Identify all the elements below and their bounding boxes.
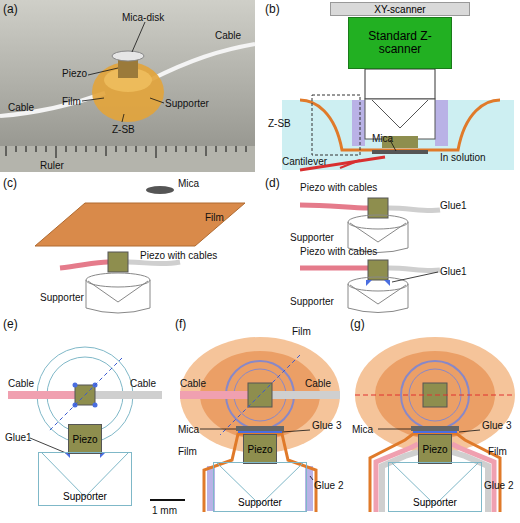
supporter-block: Supporter — [213, 462, 307, 512]
part-label: Cable — [130, 378, 156, 389]
part-label: Film — [62, 96, 81, 107]
part-label: Cable — [305, 378, 331, 389]
node-label: Supporter — [238, 497, 282, 508]
supporter-block: Supporter — [38, 452, 132, 506]
part-label: 1 mm — [152, 505, 177, 516]
part-label: Cable — [8, 378, 34, 389]
scanner-box: Standard Z-scanner — [348, 17, 452, 69]
part-label: Piezo with cables — [140, 250, 217, 261]
exploded-view — [35, 186, 245, 313]
part-label: Mica — [372, 133, 393, 144]
part-label: Cable — [180, 378, 206, 389]
part-label: Ruler — [40, 160, 64, 171]
part-label: Glue1 — [440, 266, 467, 277]
part-label: Supporter — [290, 232, 334, 243]
part-label: Piezo — [62, 68, 87, 79]
part-label: Glue 2 — [314, 480, 343, 491]
node-label: Piezo — [72, 434, 97, 445]
part-label: Supporter — [40, 292, 84, 303]
part-label: Mica — [178, 424, 199, 435]
part-label: Cantilever — [282, 156, 327, 167]
piezo-block: Piezo — [243, 434, 277, 464]
part-label: Glue 2 — [484, 480, 513, 491]
node-label: Standard Z-scanner — [349, 30, 451, 56]
assembly-steps — [300, 198, 440, 313]
part-label: Glue1 — [440, 200, 467, 211]
part-label: Z-SB — [112, 124, 135, 135]
part-label: Cable — [8, 102, 34, 113]
node-label: XY-scanner — [374, 4, 425, 15]
part-label: Mica-disk — [122, 12, 164, 23]
photo — [0, 0, 255, 172]
part-label: Film — [488, 446, 507, 457]
part-label: Supporter — [290, 296, 334, 307]
panel-letter: (a) — [3, 3, 18, 16]
part-label: Supporter — [165, 98, 209, 109]
panel-letter: (e) — [3, 318, 18, 331]
part-label: Mica — [178, 178, 199, 189]
part-label: Piezo with cables — [300, 182, 377, 193]
supporter-block: Supporter — [388, 462, 482, 512]
panel-letter: (g) — [350, 318, 365, 331]
scanner-box: XY-scanner — [330, 2, 470, 16]
part-label: Film — [205, 212, 224, 223]
part-label: Film — [178, 446, 197, 457]
node-label: Supporter — [413, 497, 457, 508]
node-label: Supporter — [63, 491, 107, 502]
setup-schematic — [282, 69, 514, 170]
part-label: In solution — [440, 152, 486, 163]
part-label: Z-SB — [268, 118, 291, 129]
piezo-block: Piezo — [418, 434, 452, 464]
part-label: Mica — [352, 424, 373, 435]
node-label: Piezo — [247, 444, 272, 455]
part-label: Film — [292, 326, 311, 337]
panel-letter: (f) — [175, 318, 186, 331]
panel-letter: (d) — [265, 177, 280, 190]
piezo-block: Piezo — [68, 424, 102, 454]
part-label: Glue 3 — [482, 420, 511, 431]
panel-letter: (b) — [265, 3, 280, 16]
panel-letter: (c) — [3, 177, 17, 190]
node-label: Piezo — [422, 444, 447, 455]
top-and-side-view — [8, 347, 185, 500]
film-assembly-cables — [355, 337, 515, 512]
part-label: Cable — [215, 30, 241, 41]
part-label: Piezo with cables — [300, 246, 377, 257]
part-label: Glue1 — [5, 432, 32, 443]
part-label: Glue 3 — [312, 420, 341, 431]
